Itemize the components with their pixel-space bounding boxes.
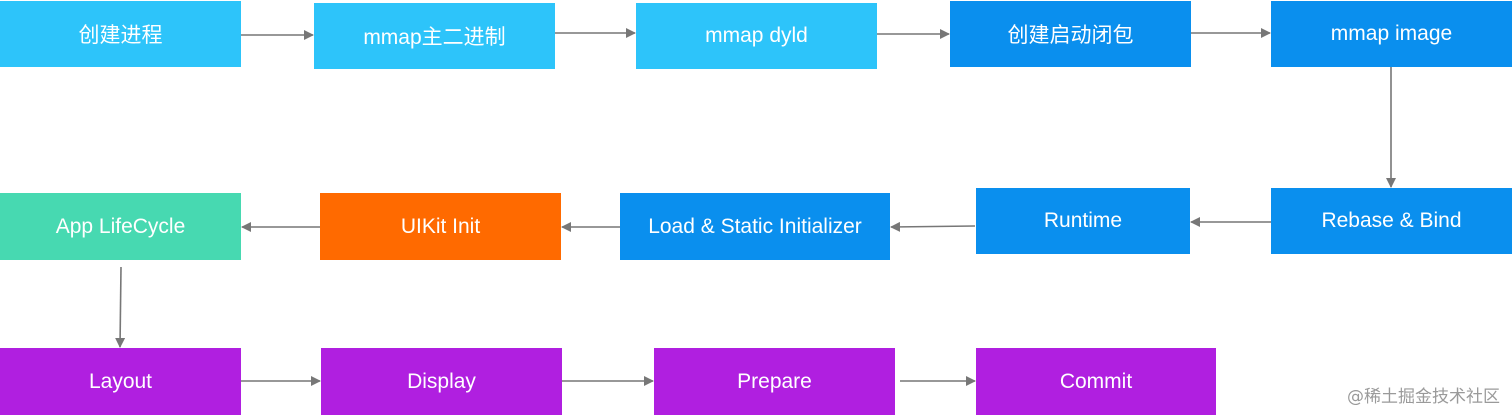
node-label: 创建进程: [78, 24, 163, 47]
node-label: Load & Static Initializer: [648, 214, 862, 238]
node-label: Runtime: [1043, 209, 1123, 232]
arrow-n7-n8: [890, 221, 976, 232]
node-app-lifecycle: App LifeCycle: [0, 193, 241, 260]
node-label: mmap image: [1330, 22, 1453, 45]
node-label: mmap dyld: [705, 24, 808, 47]
node-uikit-init: UIKit Init: [320, 193, 561, 260]
node-label: 创建启动闭包: [1007, 24, 1134, 47]
node-rebase-bind: Rebase & Bind: [1271, 188, 1512, 254]
node-display: Display: [321, 348, 562, 415]
node-commit: Commit: [976, 348, 1216, 415]
node-create-process: 创建进程: [0, 1, 241, 67]
node-label: Prepare: [737, 369, 812, 393]
node-label: Layout: [88, 369, 153, 393]
node-label: Rebase & Bind: [1321, 209, 1462, 232]
node-label: Commit: [1059, 369, 1133, 393]
node-label: App LifeCycle: [55, 214, 186, 238]
node-load-static-initializer: Load & Static Initializer: [620, 193, 890, 260]
node-mmap-main-binary: mmap主二进制: [314, 3, 555, 69]
node-mmap-image: mmap image: [1271, 1, 1512, 67]
node-runtime: Runtime: [976, 188, 1190, 254]
node-create-launch-closure: 创建启动闭包: [950, 1, 1191, 67]
node-label: mmap主二进制: [363, 26, 506, 49]
arrow-n10-n11: [115, 266, 126, 348]
node-label: Display: [407, 369, 476, 393]
node-label: UIKit Init: [400, 214, 481, 238]
watermark: @稀土掘金技术社区: [1347, 387, 1500, 407]
node-mmap-dyld: mmap dyld: [636, 3, 877, 69]
node-layout: Layout: [0, 348, 241, 415]
node-prepare: Prepare: [654, 348, 895, 415]
